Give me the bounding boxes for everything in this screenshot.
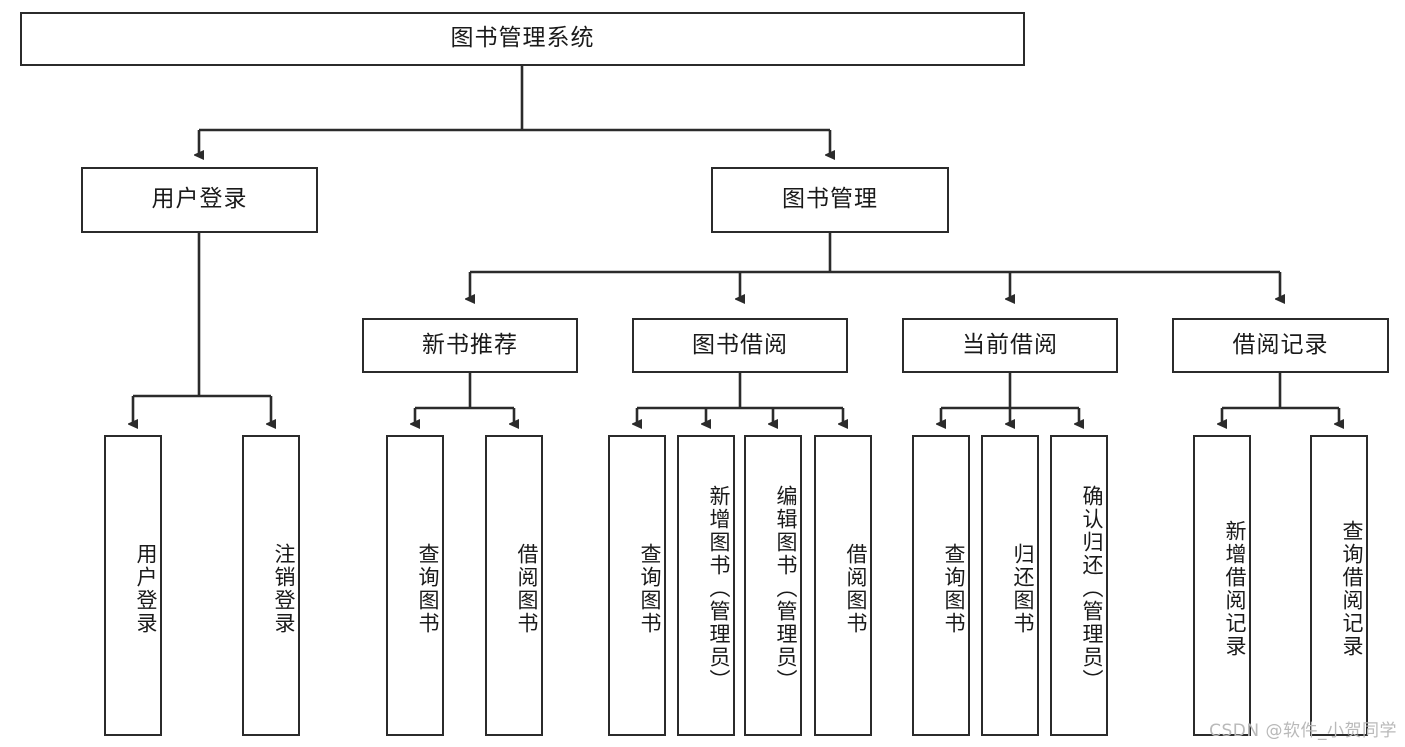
leaf-borrow-book[interactable]: 借阅图书	[814, 435, 872, 736]
leaf-query-borrow-record[interactable]: 查询借阅记录	[1310, 435, 1368, 736]
node-label: 确认归还（管理员）	[1080, 485, 1104, 692]
node-label: 用户登录	[151, 186, 248, 213]
leaf-query-book-current[interactable]: 查询图书	[912, 435, 970, 736]
node-borrow-record[interactable]: 借阅记录	[1172, 318, 1389, 373]
node-book-management[interactable]: 图书管理	[711, 167, 949, 233]
leaf-add-book-admin[interactable]: 新增图书（管理员）	[677, 435, 735, 736]
node-label: 新书推荐	[422, 331, 518, 358]
csdn-watermark: CSDN @软件_小贺同学	[1209, 721, 1397, 741]
node-current-borrow[interactable]: 当前借阅	[902, 318, 1118, 373]
leaf-confirm-return-admin[interactable]: 确认归还（管理员）	[1050, 435, 1108, 736]
leaf-return-book[interactable]: 归还图书	[981, 435, 1039, 736]
node-label: 查询借阅记录	[1340, 519, 1364, 658]
leaf-add-borrow-record[interactable]: 新增借阅记录	[1193, 435, 1251, 736]
node-new-book-recommend[interactable]: 新书推荐	[362, 318, 578, 373]
node-label: 注销登录	[272, 542, 296, 635]
node-book-borrow[interactable]: 图书借阅	[632, 318, 848, 373]
leaf-borrow-book-recommend[interactable]: 借阅图书	[485, 435, 543, 736]
node-label: 借阅记录	[1232, 331, 1329, 358]
leaf-user-logout[interactable]: 注销登录	[242, 435, 300, 736]
node-label: 编辑图书（管理员）	[774, 485, 798, 692]
node-label: 图书借阅	[692, 331, 788, 358]
node-label: 新增借阅记录	[1223, 519, 1247, 658]
node-label: 归还图书	[1011, 542, 1035, 635]
leaf-query-book-borrow[interactable]: 查询图书	[608, 435, 666, 736]
leaf-edit-book-admin[interactable]: 编辑图书（管理员）	[744, 435, 802, 736]
node-label: 用户登录	[134, 542, 158, 635]
node-label: 查询图书	[638, 542, 662, 635]
node-label: 图书管理	[782, 186, 878, 213]
leaf-query-book-recommend[interactable]: 查询图书	[386, 435, 444, 736]
node-label: 借阅图书	[844, 542, 868, 635]
node-label: 查询图书	[942, 542, 966, 635]
node-root-book-management-system[interactable]: 图书管理系统	[20, 12, 1025, 66]
node-label: 新增图书（管理员）	[707, 485, 731, 692]
node-label: 图书管理系统	[450, 25, 595, 52]
node-user-login[interactable]: 用户登录	[81, 167, 318, 233]
node-label: 借阅图书	[515, 542, 539, 635]
node-label: 当前借阅	[962, 331, 1058, 358]
leaf-user-login[interactable]: 用户登录	[104, 435, 162, 736]
node-label: 查询图书	[416, 542, 440, 635]
